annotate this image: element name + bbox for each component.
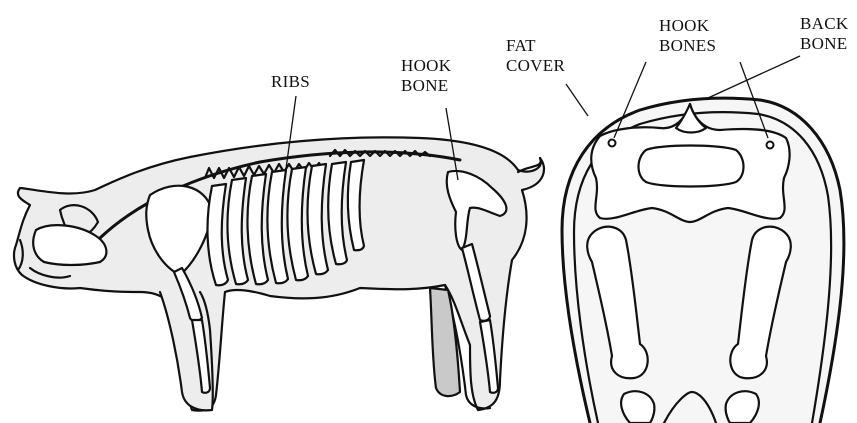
fat-cover-label-line1: FAT (506, 36, 565, 56)
fat-cover-leader-line (566, 84, 588, 116)
fat-cover-label-line2: COVER (506, 56, 565, 76)
pig-side-view (14, 96, 544, 411)
back-bone-label-line2: BONE (800, 34, 848, 54)
hook-bones-label: HOOK BONES (659, 16, 716, 56)
rear-lower-bone-left (621, 391, 654, 423)
back-bone-leader-line (708, 56, 800, 98)
pig-rear-view (562, 56, 844, 423)
fat-cover-label: FAT COVER (506, 36, 565, 76)
ribs-label: RIBS (271, 72, 310, 92)
rear-pelvis-opening (639, 146, 744, 187)
hook-bone-label-line2: BONE (401, 76, 451, 96)
hook-bone-dot-right (767, 142, 774, 149)
hook-bones-label-line2: BONES (659, 36, 716, 56)
hook-bone-label-line1: HOOK (401, 56, 451, 76)
back-bone-label: BACK BONE (800, 14, 848, 54)
hook-bones-label-line1: HOOK (659, 16, 716, 36)
back-bone-label-line1: BACK (800, 14, 848, 34)
rear-lower-bone-right (726, 391, 759, 423)
hook-bone-dot-left (609, 140, 616, 147)
hook-bone-label: HOOK BONE (401, 56, 451, 96)
